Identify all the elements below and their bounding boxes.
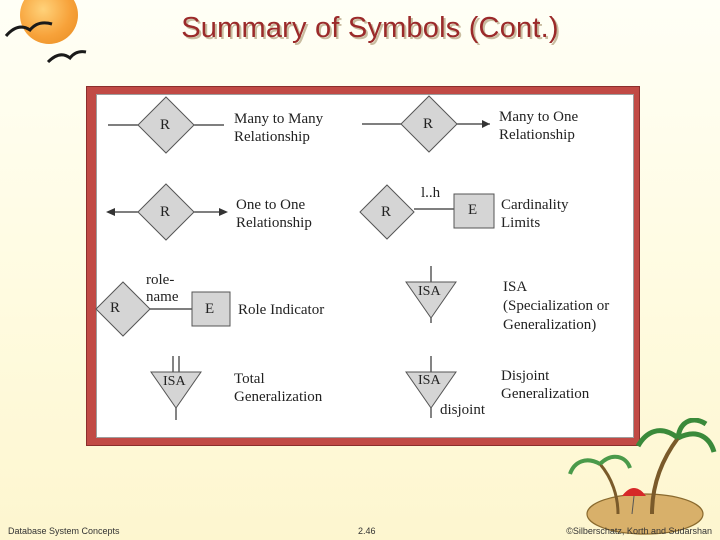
- slide-title: Summary of Symbols (Cont.): [181, 12, 559, 44]
- total-label-2: Generalization: [234, 389, 323, 405]
- one-to-one-r: R: [160, 204, 171, 220]
- isa-text: ISA: [418, 284, 441, 299]
- role-r: R: [110, 300, 121, 316]
- cardinality-e: E: [468, 202, 478, 218]
- role-indicator-symbol: [95, 281, 231, 337]
- disjoint-isa-text: ISA: [418, 373, 441, 388]
- one-to-one-label-1: One to One: [236, 197, 306, 213]
- cardinality-label-1: Cardinality: [501, 197, 569, 213]
- many-to-many-label-2: Relationship: [234, 129, 310, 145]
- many-to-many-symbol: [108, 96, 224, 154]
- total-isa-text: ISA: [163, 374, 186, 389]
- cardinality-limit: l..h: [421, 185, 441, 201]
- many-to-many-r: R: [160, 117, 171, 133]
- disjoint-generalization-symbol: [405, 356, 457, 418]
- role-indicator-label: Role Indicator: [238, 302, 325, 318]
- many-to-many-label-1: Many to Many: [234, 111, 324, 127]
- isa-symbol: [405, 266, 457, 323]
- many-to-one-symbol: [362, 95, 490, 153]
- footer-right: ©Silberschatz, Korth and Sudarshan: [566, 526, 712, 536]
- disjoint-note: disjoint: [440, 402, 486, 418]
- isa-label-3: Generalization): [503, 317, 597, 333]
- cardinality-r: R: [381, 204, 392, 220]
- footer-page-number: 2.46: [358, 526, 376, 536]
- total-label-1: Total: [234, 371, 265, 387]
- isa-label-2: (Specialization or: [503, 298, 610, 314]
- total-generalization-symbol: [150, 356, 202, 420]
- one-to-one-label-2: Relationship: [236, 215, 312, 231]
- one-to-one-symbol: [106, 183, 228, 241]
- role-e: E: [205, 301, 215, 317]
- many-to-one-label-1: Many to One: [499, 109, 579, 125]
- many-to-one-r: R: [423, 116, 434, 132]
- cardinality-label-2: Limits: [501, 215, 541, 231]
- role-name-line1: role-: [146, 272, 175, 288]
- many-to-one-label-2: Relationship: [499, 127, 575, 143]
- isa-label-1: ISA: [503, 279, 528, 295]
- footer-left: Database System Concepts: [8, 526, 120, 536]
- role-name-line2: name: [146, 289, 179, 305]
- disjoint-label-2: Generalization: [501, 386, 590, 402]
- palm-island-graphic: [568, 418, 717, 535]
- cardinality-symbol: [359, 184, 495, 240]
- disjoint-label-1: Disjoint: [501, 368, 550, 384]
- birds-graphic: [4, 21, 87, 64]
